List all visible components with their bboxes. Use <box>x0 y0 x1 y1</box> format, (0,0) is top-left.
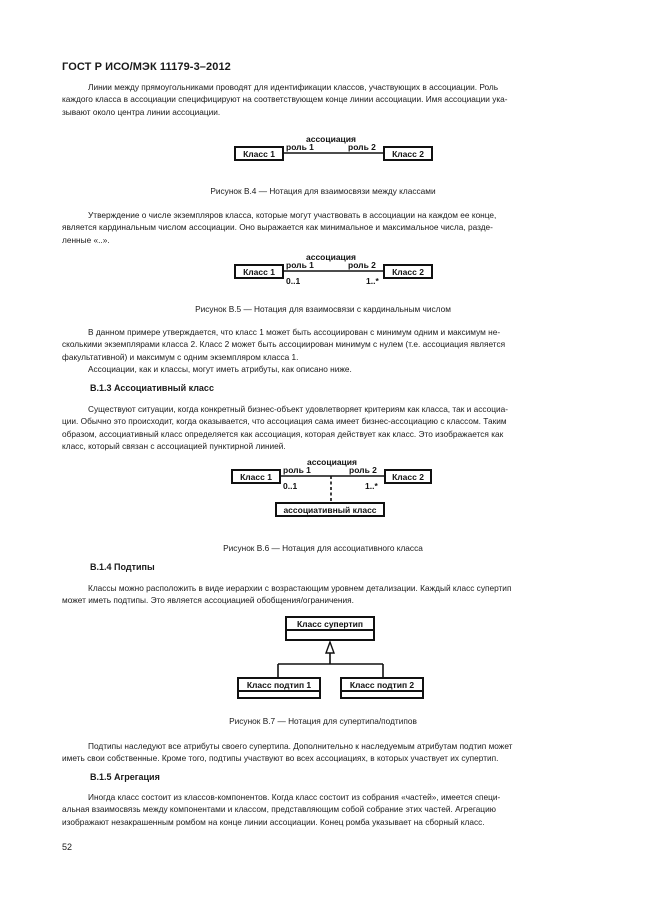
cardinality2-label: 1..* <box>365 481 378 491</box>
subtype2-label: Класс подтип 2 <box>350 680 415 690</box>
class2-box <box>384 469 432 484</box>
page-number: 52 <box>62 842 73 852</box>
role1-label: роль 1 <box>286 142 314 152</box>
cardinality2-label: 1..* <box>366 276 379 286</box>
association-class-box <box>275 502 385 517</box>
text-line: Утверждение о числе экземпляров класса, … <box>88 210 497 220</box>
text-line: альная взаимосвязь между компонентами и … <box>62 804 496 815</box>
subtype2-attributes-box <box>340 690 424 699</box>
association-label: ассоциация <box>306 252 356 262</box>
text-line: иметь свои собственные. Кроме того, подт… <box>62 753 499 764</box>
figure-b4-diagram: Класс 1 Класс 2 ассоциация роль 1 роль 2 <box>234 134 433 161</box>
class2-box <box>383 146 433 161</box>
text-line: является кардинальным числом ассоциации.… <box>62 222 493 233</box>
section-b13-paragraph: Существуют ситуации, когда конкретный би… <box>62 403 597 453</box>
text-line: факультативной) и максимум с одним экзем… <box>62 351 299 362</box>
document-header: ГОСТ Р ИСО/МЭК 11179-3–2012 <box>62 61 231 73</box>
subtype-paragraph: Подтипы наследуют все атрибуты своего су… <box>62 740 597 765</box>
text-line: Подтипы наследуют все атрибуты своего су… <box>88 741 513 751</box>
example-paragraph: В данном примере утверждается, что класс… <box>62 326 597 376</box>
text-line: В данном примере утверждается, что класс… <box>88 327 501 337</box>
section-heading-b14: В.1.4 Подтипы <box>90 562 155 572</box>
cardinality1-label: 0..1 <box>286 276 300 286</box>
association-label: ассоциация <box>307 457 357 467</box>
text-line: ленные «..». <box>62 234 110 245</box>
text-line: ции. Обычно это происходит, когда оказыв… <box>62 416 507 427</box>
text-line: изображают незакрашенным ромбом на конце… <box>62 816 485 827</box>
class2-label: Класс 2 <box>392 149 424 159</box>
subtype1-attributes-box <box>237 690 321 699</box>
text-line: образом, ассоциативный класс определяетс… <box>62 428 504 439</box>
association-class-label: ассоциативный класс <box>283 505 376 515</box>
section-b14-paragraph: Классы можно расположить в виде иерархии… <box>62 582 597 607</box>
figure-b6-caption: Рисунок В.6 — Нотация для ассоциативного… <box>223 543 423 553</box>
association-label: ассоциация <box>306 134 356 144</box>
cardinality1-label: 0..1 <box>283 481 297 491</box>
section-b15-paragraph: Иногда класс состоит из классов-компонен… <box>62 791 597 828</box>
class1-label: Класс 1 <box>243 149 275 159</box>
role2-label: роль 2 <box>348 260 376 270</box>
class2-label: Класс 2 <box>392 472 424 482</box>
role1-label: роль 1 <box>286 260 314 270</box>
role2-label: роль 2 <box>349 465 377 475</box>
text-line: Существуют ситуации, когда конкретный би… <box>88 404 508 414</box>
generalization-arrow <box>325 639 335 654</box>
role2-label: роль 2 <box>348 142 376 152</box>
text-line: может иметь подтипы. Это является ассоци… <box>62 595 354 606</box>
class2-label: Класс 2 <box>392 267 424 277</box>
cardinality-paragraph: Утверждение о числе экземпляров класса, … <box>62 209 597 246</box>
figure-b6-diagram: Класс 1 Класс 2 ассоциация роль 1 роль 2… <box>231 457 432 517</box>
role1-label: роль 1 <box>283 465 311 475</box>
intro-paragraph: Линии между прямоугольниками проводят дл… <box>62 81 597 118</box>
figure-b5-diagram: Класс 1 Класс 2 ассоциация роль 1 роль 2… <box>234 252 433 286</box>
text-line: сколькими экземплярами класса 2. Класс 2… <box>62 339 506 350</box>
text-line: Иногда класс состоит из классов-компонен… <box>88 792 501 802</box>
figure-b5-caption: Рисунок В.5 — Нотация для взаимосвязи с … <box>195 304 451 314</box>
figure-b4-caption: Рисунок В.4 — Нотация для взаимосвязи ме… <box>210 186 436 196</box>
section-heading-b13: В.1.3 Ассоциативный класс <box>90 383 214 393</box>
figure-b7-diagram: Класс супертип Класс подтип 1 Класс подт… <box>237 616 424 699</box>
class1-label: Класс 1 <box>243 267 275 277</box>
text-line: Линии между прямоугольниками проводят дл… <box>88 82 499 92</box>
text-line: каждого класса в ассоциации специфицирую… <box>62 94 508 105</box>
text-line: класс, который связан с ассоциацией пунк… <box>62 441 286 452</box>
supertype-label: Класс супертип <box>297 619 363 629</box>
text-line: Ассоциации, как и классы, могут иметь ат… <box>88 364 352 375</box>
class1-label: Класс 1 <box>240 472 272 482</box>
section-heading-b15: В.1.5 Агрегация <box>90 772 160 782</box>
supertype-attributes-box <box>285 629 375 641</box>
text-line: Классы можно расположить в виде иерархии… <box>88 583 512 593</box>
figure-b7-caption: Рисунок В.7 — Нотация для супертипа/подт… <box>229 716 417 726</box>
class2-box <box>383 264 433 279</box>
text-line: зывают около центра линии ассоциации. <box>62 106 221 117</box>
subtype1-label: Класс подтип 1 <box>247 680 312 690</box>
